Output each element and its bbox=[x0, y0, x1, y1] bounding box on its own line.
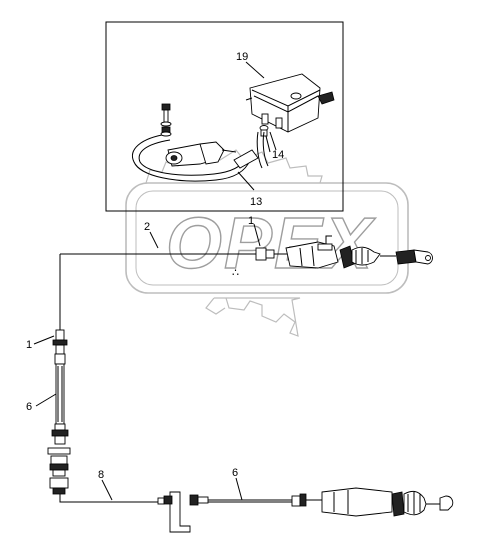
leader-line-1-upper bbox=[253, 223, 261, 247]
master-cylinder-part bbox=[285, 235, 339, 269]
hose-part-6-bottom bbox=[189, 493, 322, 507]
bolt-stack-part bbox=[160, 103, 172, 137]
detail-box-frame bbox=[105, 21, 344, 212]
callout-1-left: 1 bbox=[26, 339, 32, 351]
slave-cylinder-part bbox=[165, 141, 237, 167]
leader-line-14 bbox=[265, 135, 271, 153]
callout-6-left: 6 bbox=[26, 401, 32, 413]
callout-small-mark: ∴ bbox=[232, 267, 239, 279]
callout-2: 2 bbox=[144, 221, 150, 233]
fitting-part-14 bbox=[259, 125, 277, 151]
leader-line-2 bbox=[149, 231, 159, 249]
watermark-logo-text: OPEX bbox=[166, 204, 376, 284]
leader-line-13 bbox=[237, 171, 255, 191]
callout-13: 13 bbox=[250, 196, 262, 208]
leader-line-19 bbox=[245, 61, 265, 79]
bellows-boot-part bbox=[339, 245, 381, 269]
leader-line-6-bottom bbox=[235, 477, 243, 501]
cable-end-fitting-left bbox=[52, 329, 68, 365]
callout-6-bottom: 6 bbox=[232, 467, 238, 479]
pipe-line-8 bbox=[59, 494, 172, 503]
gear-frame-logo-icon bbox=[125, 149, 409, 337]
leader-line-6-left bbox=[35, 393, 57, 407]
leader-line-8 bbox=[101, 479, 113, 501]
callout-8: 8 bbox=[98, 469, 104, 481]
hose-part-6-left bbox=[51, 363, 69, 445]
callout-19: 19 bbox=[236, 51, 248, 63]
leader-line-1-left bbox=[33, 335, 55, 345]
bulkhead-fitting-part bbox=[47, 447, 71, 495]
callout-14: 14 bbox=[272, 149, 284, 161]
clevis-rod-part bbox=[380, 249, 433, 265]
hose-part-13 bbox=[132, 131, 269, 182]
mounting-bracket-part bbox=[157, 491, 191, 533]
lower-cylinder-part bbox=[321, 487, 454, 517]
reservoir-part bbox=[245, 73, 335, 133]
callout-1-upper: 1 bbox=[248, 215, 254, 227]
